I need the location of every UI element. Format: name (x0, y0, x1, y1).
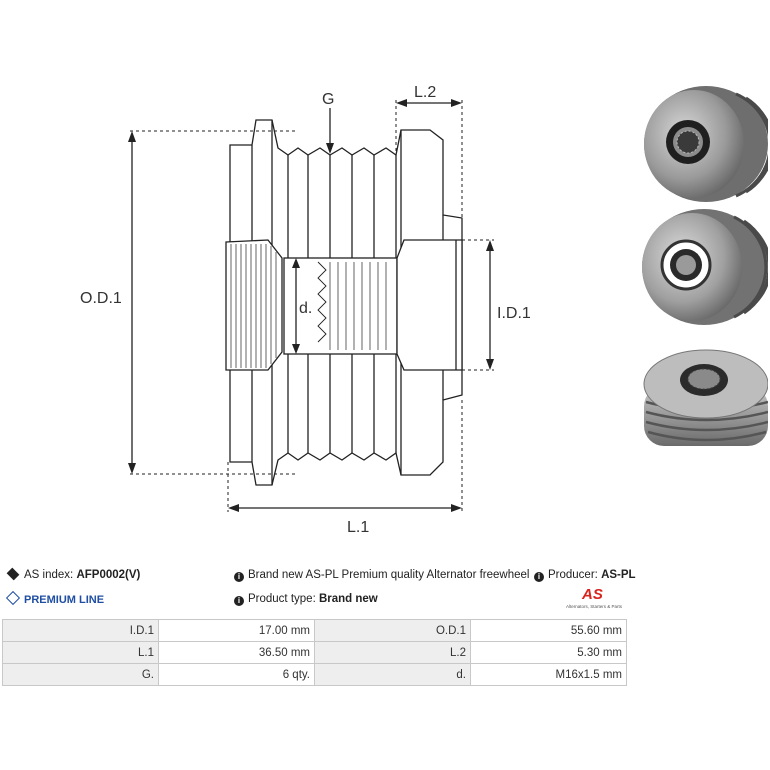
spline-hub (225, 239, 283, 371)
producer-value: AS-PL (601, 569, 636, 581)
spec-label: L.2 (314, 641, 471, 664)
info-icon: i (234, 596, 244, 606)
spec-label: O.D.1 (314, 619, 471, 642)
spec-value: 5.30 mm (470, 641, 627, 664)
d-label: d. (299, 300, 312, 317)
spec-value: 6 qty. (158, 663, 315, 686)
as-index-value: AFP0002(V) (76, 569, 141, 581)
spec-value: M16x1.5 mm (470, 663, 627, 686)
premium-line-label: PREMIUM LINE (24, 594, 105, 606)
od-label: O.D.1 (80, 290, 122, 307)
diamond-icon (5, 590, 21, 606)
table-row: G.6 qty.d.M16x1.5 mm (2, 663, 627, 686)
info-icon: i (234, 572, 244, 582)
premium-line: PREMIUM LINE (5, 590, 105, 606)
logo-tagline: Alternators, Starters & Parts (566, 604, 623, 609)
info-icon: i (534, 572, 544, 582)
producer-label: Producer: (548, 569, 598, 581)
product-type-label: Product type: (248, 593, 316, 605)
technical-drawing: O.D.1 I.D.1 L.1 L.2 G d. (80, 84, 531, 536)
product-type: i Product type: Brand new (234, 593, 378, 606)
g-label: G (322, 91, 334, 108)
pulley-photo-angle (643, 349, 768, 446)
pulley-photo-rear (642, 209, 768, 325)
pulley-photo-front (644, 86, 768, 202)
as-index: AS index: AFP0002(V) (6, 567, 141, 581)
thread (317, 261, 327, 343)
spec-label: I.D.1 (2, 619, 159, 642)
tag-icon (6, 567, 20, 581)
description-text: Brand new AS-PL Premium quality Alternat… (248, 569, 563, 581)
producer: i Producer: AS-PL (532, 569, 636, 582)
spec-label: L.1 (2, 641, 159, 664)
l2-label: L.2 (414, 84, 436, 101)
spec-label: d. (314, 663, 471, 686)
as-pl-logo: AS Alternators, Starters & Parts (566, 586, 630, 614)
spec-value: 36.50 mm (158, 641, 315, 664)
product-type-value: Brand new (318, 593, 378, 605)
l1-label: L.1 (347, 519, 369, 536)
as-index-label: AS index: (24, 569, 74, 581)
right-bore (396, 239, 463, 371)
spec-value: 55.60 mm (470, 619, 627, 642)
spec-value: 17.00 mm (158, 619, 315, 642)
id-label: I.D.1 (497, 305, 531, 322)
logo-text: AS (582, 586, 603, 603)
spec-label: G. (2, 663, 159, 686)
